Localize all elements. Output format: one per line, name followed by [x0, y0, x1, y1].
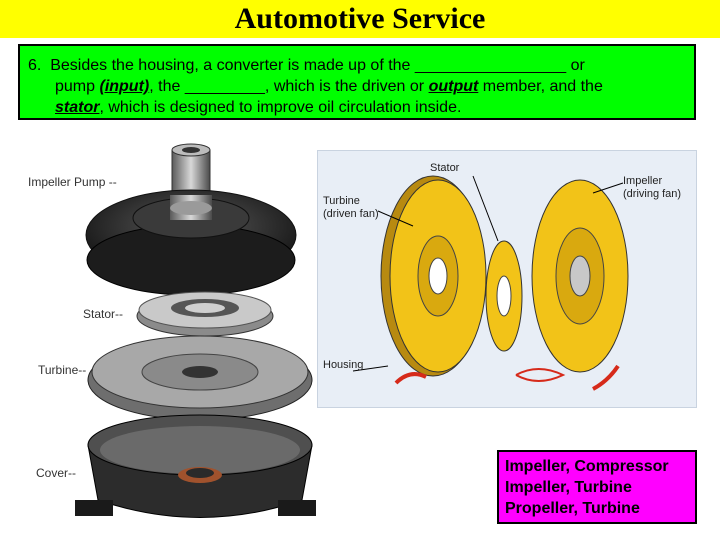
stator-part [136, 291, 274, 337]
answer-choice-2[interactable]: Impeller, Turbine [505, 479, 632, 496]
question-line-2: pump (input), the _________, which is th… [28, 76, 684, 97]
question-text: , which is designed to improve oil circu… [99, 99, 462, 116]
input-term: (input) [99, 78, 150, 95]
turbine-label: Turbine-- [38, 363, 87, 377]
stator-label: Stator-- [83, 307, 124, 321]
answer-choice-1[interactable]: Impeller, Compressor [505, 458, 669, 475]
slide-title: Automotive Service [234, 2, 486, 35]
turbine-fan [380, 175, 487, 377]
title-bar: Automotive Service [0, 0, 720, 38]
diagram-turbine-label: Turbine (driven fan) [323, 195, 379, 221]
diagram-stator-label: Stator [430, 162, 460, 174]
question-text: member, and the [482, 78, 603, 95]
impeller-subtitle: (driving fan) [623, 188, 682, 200]
question-line-1: 6. Besides the housing, a converter is m… [28, 55, 684, 76]
converter-exploded-illustration [75, 143, 316, 518]
question-text: pump [55, 78, 96, 95]
impeller-fan [531, 179, 629, 373]
turbine-part [87, 335, 313, 421]
blank-2: _________ [184, 78, 265, 95]
converter-diagram-art [352, 175, 629, 391]
answer-choice-3[interactable]: Propeller, Turbine [505, 500, 640, 517]
diagram-impeller-label: Impeller (driving fan) [623, 175, 681, 201]
question-text: , which is the driven or [264, 78, 425, 95]
impeller-title: Impeller [623, 175, 663, 187]
diagram-housing-label: Housing [323, 359, 364, 371]
question-number: 6. [28, 57, 42, 74]
question-line-3: stator, which is designed to improve oil… [28, 97, 684, 118]
stator-fan [485, 240, 523, 352]
turbine-subtitle: (driven fan) [323, 208, 379, 220]
question-text: Besides the housing, a converter is made… [50, 57, 411, 74]
converter-photo: Impeller Pump -- Stator-- Turbine-- Cove… [20, 140, 320, 535]
question-box: 6. Besides the housing, a converter is m… [18, 44, 696, 120]
cover-part [75, 414, 316, 518]
output-term: output [428, 78, 479, 95]
question-text: or [570, 57, 585, 74]
turbine-title: Turbine [323, 195, 360, 207]
impeller-pump-part [85, 143, 297, 296]
stator-term: stator [55, 99, 100, 116]
cover-label: Cover-- [36, 466, 77, 480]
converter-diagram: Stator Turbine (driven fan) Impeller (dr… [317, 150, 697, 408]
question-text: , the [149, 78, 181, 95]
blank-1: _________________ [414, 57, 567, 74]
impeller-pump-label: Impeller Pump -- [28, 175, 117, 189]
answer-choices: Impeller, Compressor Impeller, Turbine P… [497, 450, 697, 524]
